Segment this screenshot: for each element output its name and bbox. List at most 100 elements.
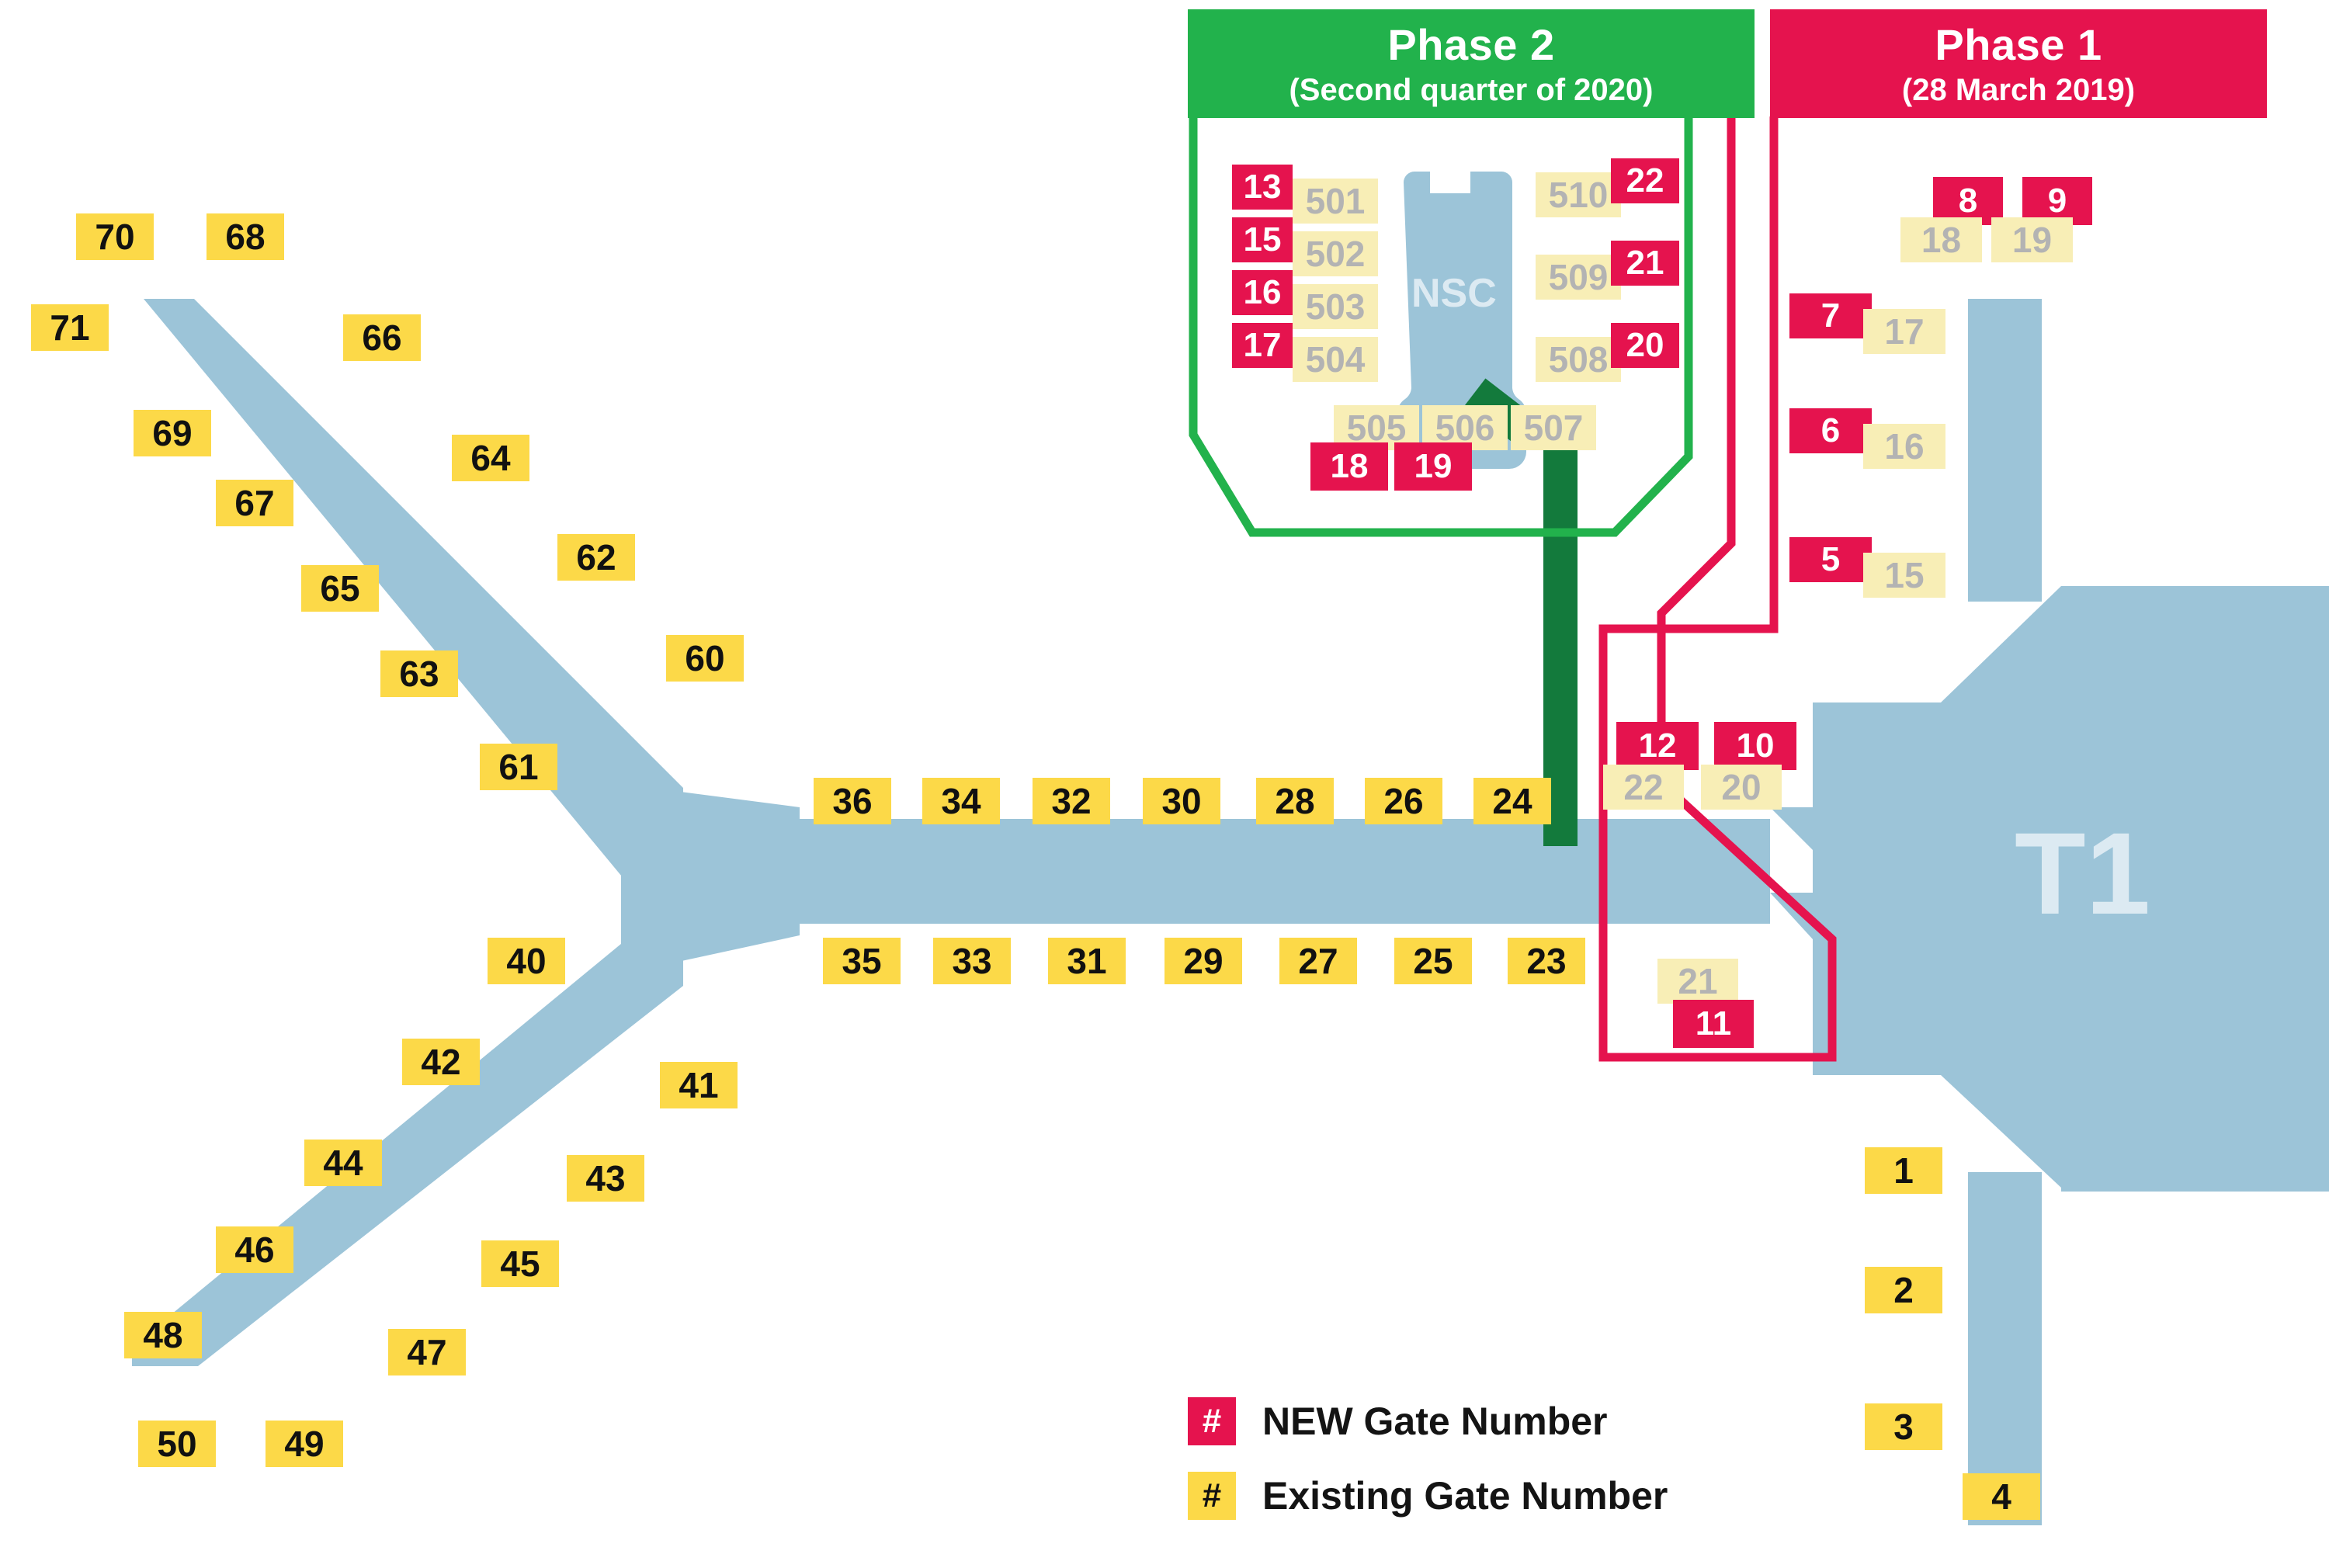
gate-chip-existing[interactable]: 47 bbox=[388, 1329, 466, 1375]
gate-chip-existing[interactable]: 27 bbox=[1279, 938, 1357, 984]
gate-chip-existing[interactable]: 45 bbox=[481, 1240, 559, 1287]
central-junction-shape bbox=[621, 784, 800, 974]
gate-chip-existing[interactable]: 69 bbox=[134, 410, 211, 456]
gate-chip-new[interactable]: 15 bbox=[1232, 217, 1293, 262]
gate-chip-existing[interactable]: 40 bbox=[488, 938, 565, 984]
gate-chip-existing[interactable]: 44 bbox=[304, 1140, 382, 1186]
phase2-subtitle: (Second quarter of 2020) bbox=[1289, 73, 1654, 107]
gate-chip-existing[interactable]: 504 bbox=[1293, 337, 1378, 382]
legend: # NEW Gate Number # Existing Gate Number bbox=[1188, 1397, 1668, 1546]
gate-chip-existing[interactable]: 32 bbox=[1033, 778, 1110, 824]
gate-chip-new[interactable]: 21 bbox=[1611, 241, 1679, 286]
gate-chip-existing[interactable]: 29 bbox=[1164, 938, 1242, 984]
t1-south-finger bbox=[1968, 1172, 2042, 1525]
gate-chip-existing[interactable]: 15 bbox=[1863, 553, 1945, 598]
phase1-subtitle: (28 March 2019) bbox=[1901, 73, 2136, 107]
gate-chip-existing[interactable]: 508 bbox=[1536, 337, 1621, 382]
gate-chip-existing[interactable]: 2 bbox=[1865, 1267, 1942, 1313]
legend-row-new: # NEW Gate Number bbox=[1188, 1397, 1668, 1445]
gate-chip-existing[interactable]: 30 bbox=[1143, 778, 1220, 824]
gate-chip-new[interactable]: 16 bbox=[1232, 270, 1293, 315]
gate-chip-existing[interactable]: 36 bbox=[814, 778, 891, 824]
gate-chip-existing[interactable]: 70 bbox=[76, 213, 154, 260]
gate-chip-existing[interactable]: 23 bbox=[1508, 938, 1585, 984]
gate-chip-existing[interactable]: 65 bbox=[301, 565, 379, 612]
legend-swatch-new-icon: # bbox=[1188, 1397, 1236, 1445]
gate-chip-new[interactable]: 5 bbox=[1789, 537, 1872, 582]
gate-chip-new[interactable]: 10 bbox=[1714, 722, 1796, 770]
gate-chip-new[interactable]: 11 bbox=[1673, 1000, 1754, 1048]
gate-chip-existing[interactable]: 61 bbox=[480, 744, 557, 790]
gate-chip-existing[interactable]: 501 bbox=[1293, 179, 1378, 224]
gate-chip-existing[interactable]: 60 bbox=[666, 635, 744, 682]
gate-chip-existing[interactable]: 71 bbox=[31, 304, 109, 351]
t1-main-block bbox=[2061, 586, 2329, 1188]
gate-chip-new[interactable]: 6 bbox=[1789, 408, 1872, 453]
gate-chip-new[interactable]: 17 bbox=[1232, 323, 1293, 368]
gate-chip-new[interactable]: 22 bbox=[1611, 158, 1679, 203]
gate-chip-existing[interactable]: 18 bbox=[1900, 217, 1982, 262]
gate-chip-existing[interactable]: 24 bbox=[1473, 778, 1551, 824]
gate-chip-existing[interactable]: 507 bbox=[1511, 405, 1596, 450]
gate-chip-existing[interactable]: 67 bbox=[216, 480, 293, 526]
legend-label-new: NEW Gate Number bbox=[1262, 1400, 1608, 1443]
gate-chip-existing[interactable]: 20 bbox=[1701, 765, 1782, 810]
gate-chip-existing[interactable]: 48 bbox=[124, 1312, 202, 1358]
gate-chip-existing[interactable]: 22 bbox=[1603, 765, 1684, 810]
gate-chip-new[interactable]: 18 bbox=[1310, 442, 1388, 491]
legend-row-existing: # Existing Gate Number bbox=[1188, 1472, 1668, 1520]
gate-chip-new[interactable]: 7 bbox=[1789, 293, 1872, 338]
gate-chip-existing[interactable]: 31 bbox=[1048, 938, 1126, 984]
gate-chip-new[interactable]: 8 bbox=[1933, 177, 2003, 225]
gate-chip-existing[interactable]: 16 bbox=[1863, 424, 1945, 469]
t1-north-finger bbox=[1968, 299, 2042, 602]
phase2-boundary bbox=[1189, 116, 1693, 537]
gate-chip-existing[interactable]: 33 bbox=[933, 938, 1011, 984]
gate-chip-new[interactable]: 9 bbox=[2022, 177, 2092, 225]
t1-west-wing bbox=[1770, 586, 2061, 1188]
phase2-title: Phase 2 bbox=[1387, 20, 1555, 69]
gate-chip-existing[interactable]: 62 bbox=[557, 534, 635, 581]
gate-chip-existing[interactable]: 46 bbox=[216, 1226, 293, 1273]
gate-chip-existing[interactable]: 25 bbox=[1394, 938, 1472, 984]
gate-chip-new[interactable]: 13 bbox=[1232, 165, 1293, 210]
gate-chip-existing[interactable]: 49 bbox=[266, 1421, 343, 1467]
phase2-header: Phase 2 (Second quarter of 2020) bbox=[1188, 9, 1755, 118]
phase1-boundary bbox=[1598, 116, 1837, 1062]
legend-swatch-existing-icon: # bbox=[1188, 1472, 1236, 1520]
gate-chip-existing[interactable]: 34 bbox=[922, 778, 1000, 824]
gate-chip-existing[interactable]: 4 bbox=[1963, 1473, 2040, 1520]
t1-label: T1 bbox=[2015, 808, 2151, 938]
gate-chip-existing[interactable]: 66 bbox=[343, 314, 421, 361]
gate-chip-existing[interactable]: 510 bbox=[1536, 172, 1621, 217]
gate-chip-existing[interactable]: 43 bbox=[567, 1155, 644, 1202]
t1-lower-right-extension bbox=[2061, 1118, 2329, 1192]
gate-chip-existing[interactable]: 63 bbox=[380, 650, 458, 697]
gate-chip-existing[interactable]: 503 bbox=[1293, 284, 1378, 329]
gate-chip-new[interactable]: 19 bbox=[1394, 442, 1472, 491]
gate-chip-existing[interactable]: 21 bbox=[1657, 959, 1738, 1004]
gate-chip-existing[interactable]: 509 bbox=[1536, 255, 1621, 300]
gate-chip-existing[interactable]: 50 bbox=[138, 1421, 216, 1467]
gate-chip-existing[interactable]: 35 bbox=[823, 938, 901, 984]
gate-chip-existing[interactable]: 19 bbox=[1991, 217, 2073, 262]
nsc-label: NSC bbox=[1411, 271, 1497, 316]
legend-label-existing: Existing Gate Number bbox=[1262, 1474, 1668, 1518]
gate-chip-existing[interactable]: 41 bbox=[660, 1062, 738, 1108]
gate-chip-existing[interactable]: 64 bbox=[452, 435, 529, 481]
gate-chip-existing[interactable]: 502 bbox=[1293, 231, 1378, 276]
gate-chip-existing[interactable]: 26 bbox=[1365, 778, 1442, 824]
phase1-title: Phase 1 bbox=[1935, 20, 2102, 69]
gate-chip-existing[interactable]: 1 bbox=[1865, 1147, 1942, 1194]
gate-chip-new[interactable]: 20 bbox=[1611, 323, 1679, 368]
northwest-pier-shape bbox=[144, 299, 683, 885]
gate-chip-existing[interactable]: 28 bbox=[1256, 778, 1334, 824]
gate-chip-existing[interactable]: 42 bbox=[402, 1039, 480, 1085]
gate-chip-existing[interactable]: 17 bbox=[1863, 309, 1945, 354]
gate-chip-new[interactable]: 12 bbox=[1616, 722, 1699, 770]
gate-chip-existing[interactable]: 68 bbox=[207, 213, 284, 260]
gate-chip-existing[interactable]: 3 bbox=[1865, 1403, 1942, 1450]
